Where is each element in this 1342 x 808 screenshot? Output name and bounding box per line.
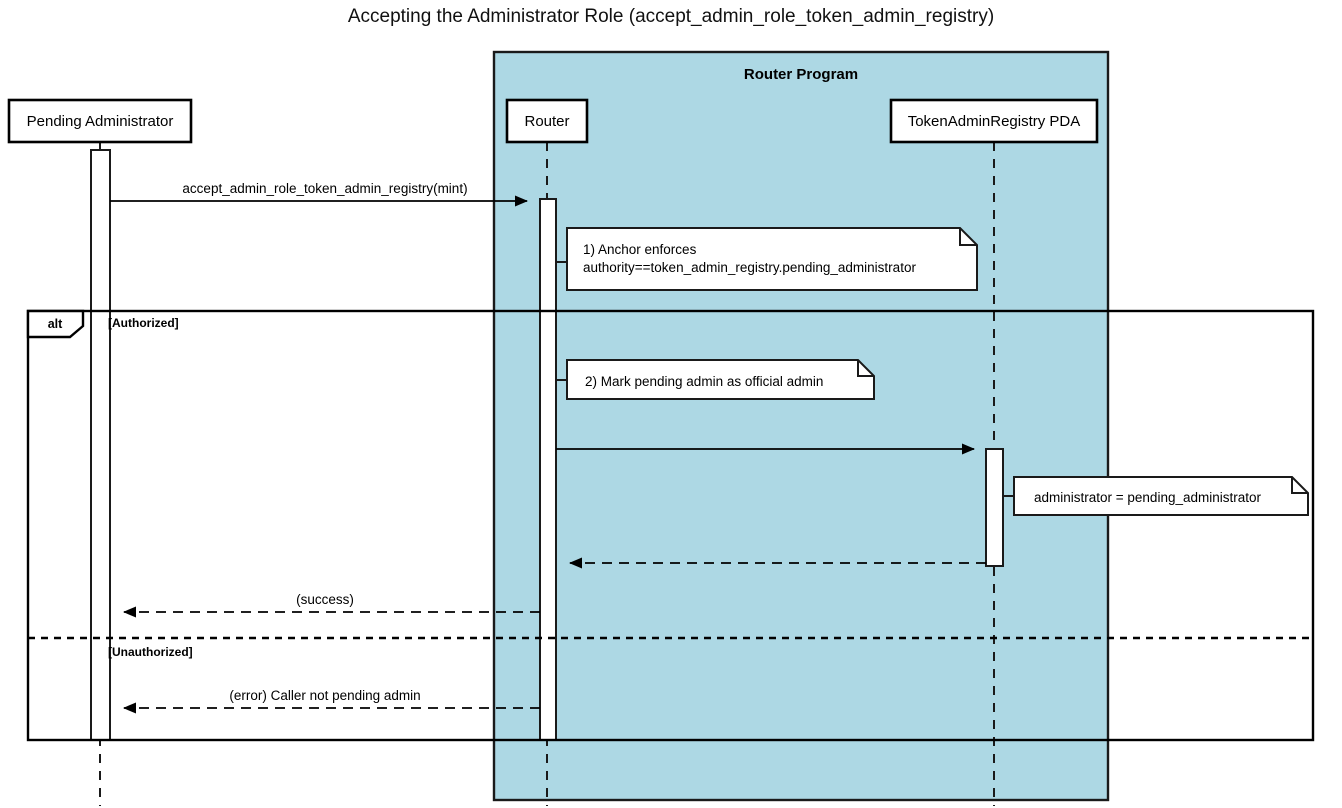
message-label-m4: (success) [296, 592, 354, 607]
participant-label-pending-administrator: Pending Administrator [27, 113, 174, 130]
activation-bar-registry-pda [985, 448, 1004, 567]
message-label-m1: accept_admin_role_token_admin_registry(m… [182, 181, 467, 196]
participant-router[interactable]: Router [505, 98, 589, 144]
note-administrator-assignment: administrator = pending_administrator [1003, 476, 1309, 516]
note-anchor-enforces: 1) Anchor enforces authority==token_admi… [556, 227, 978, 291]
group-box-router-program: Router Program [492, 50, 1110, 802]
participant-label-registry-pda: TokenAdminRegistry PDA [908, 113, 1081, 130]
note-line-1b: authority==token_admin_registry.pending_… [583, 260, 916, 275]
message-accept-admin-role[interactable]: accept_admin_role_token_admin_registry(m… [110, 181, 528, 207]
participant-registry-pda[interactable]: TokenAdminRegistry PDA [889, 98, 1099, 144]
alt-operator-label-box [26, 309, 85, 339]
participant-label-router: Router [524, 113, 569, 130]
group-box-title: Router Program [744, 66, 858, 83]
participant-pending-administrator[interactable]: Pending Administrator [7, 98, 193, 144]
page-title: Accepting the Administrator Role (accept… [347, 6, 995, 27]
message-error-return[interactable]: (error) Caller not pending admin [123, 688, 540, 714]
note-line-1a: 1) Anchor enforces [583, 242, 697, 257]
activation-bar-router [539, 198, 557, 741]
note-line-3a: administrator = pending_administrator [1034, 490, 1261, 505]
alt-guard-unauthorized: [Unauthorized] [108, 645, 193, 659]
alt-operator-label: alt [48, 317, 63, 331]
message-success-return[interactable]: (success) [123, 592, 540, 618]
note-line-2a: 2) Mark pending admin as official admin [585, 374, 823, 389]
message-label-m5: (error) Caller not pending admin [229, 688, 420, 703]
note-mark-pending-admin: 2) Mark pending admin as official admin [556, 359, 875, 400]
alt-fragment: alt [Authorized] [Unauthorized] [26, 309, 1315, 742]
alt-guard-authorized: [Authorized] [108, 316, 179, 330]
